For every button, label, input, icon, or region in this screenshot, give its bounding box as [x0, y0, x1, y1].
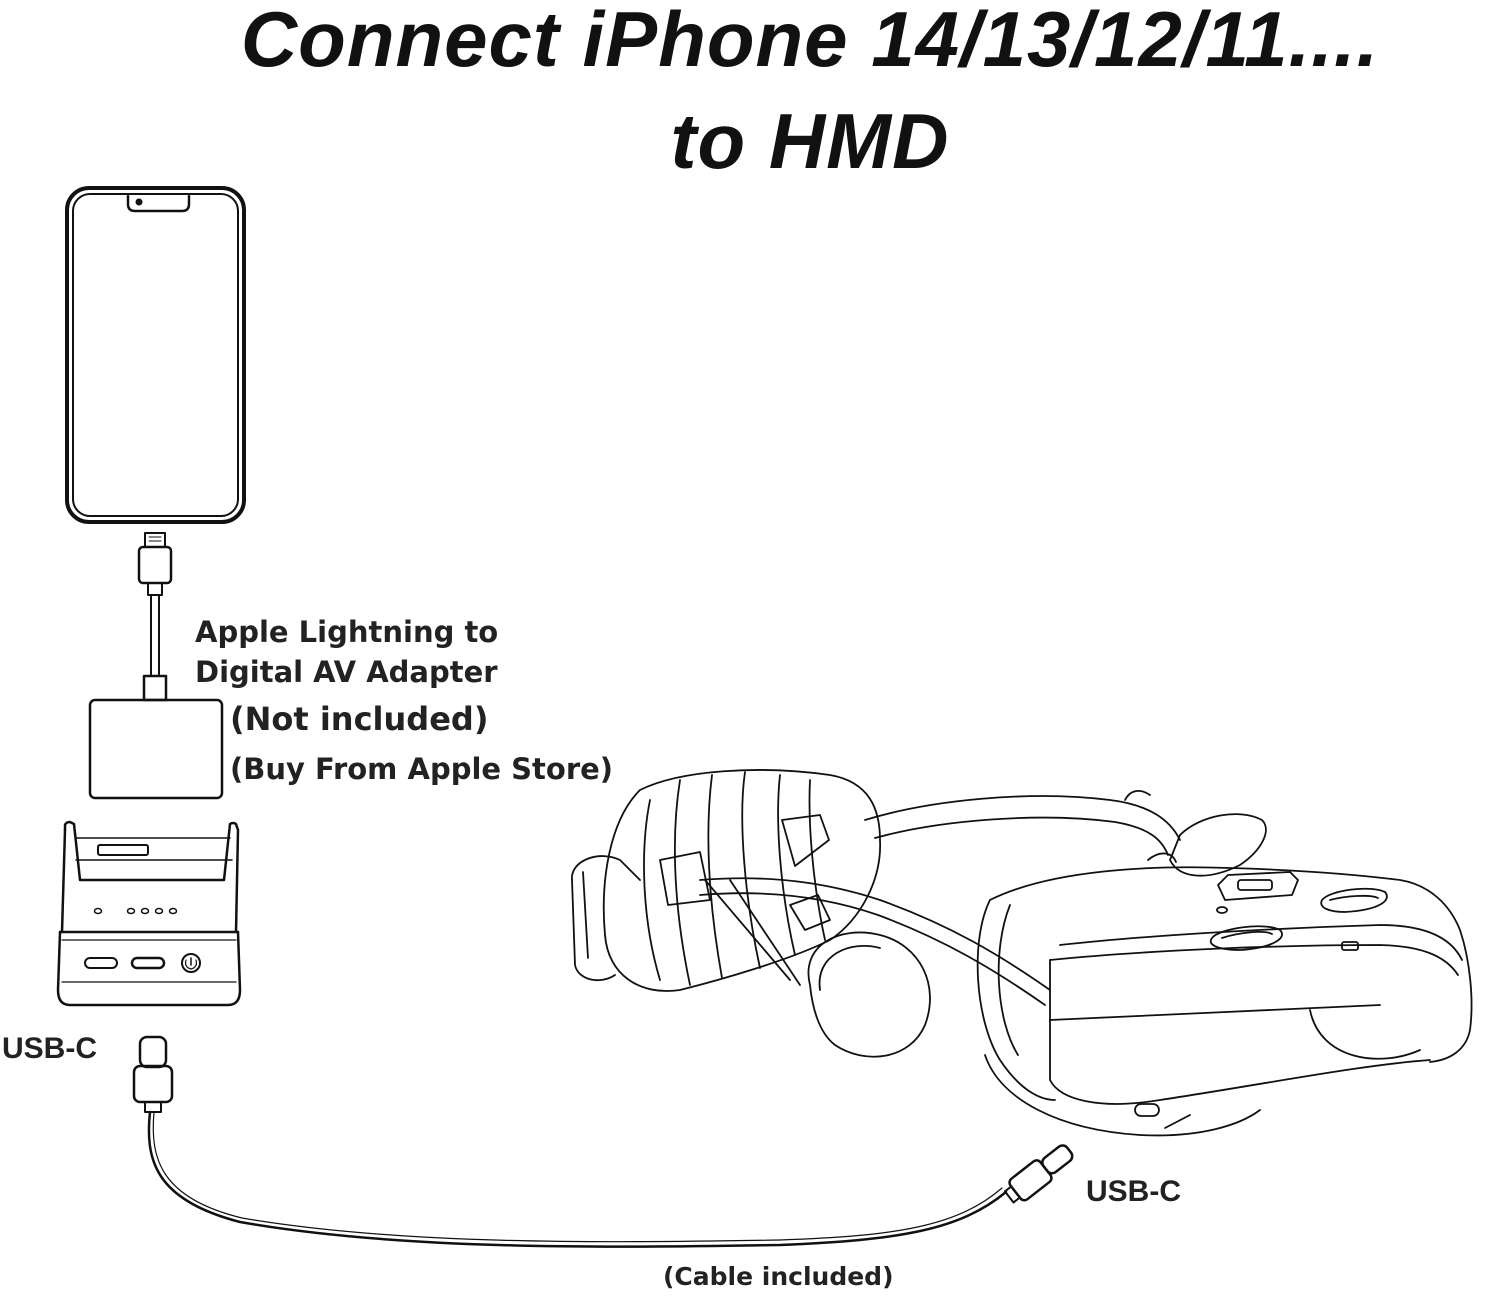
- not-included-label: (Not included): [230, 700, 489, 738]
- buy-from-label: (Buy From Apple Store): [230, 752, 614, 786]
- lightning-connector-icon: [137, 532, 173, 702]
- adapter-label: Apple Lightning to Digital AV Adapter: [195, 612, 498, 692]
- usb-c-plug-icon: [132, 1035, 174, 1113]
- iphone-icon: [65, 186, 246, 524]
- dock-icon: [56, 820, 242, 1007]
- usb-c-label-left: USB-C: [2, 1032, 97, 1065]
- title-line-2: to HMD: [670, 97, 950, 185]
- adapter-label-line-2: Digital AV Adapter: [195, 655, 498, 689]
- usb-c-label-right: USB-C: [1086, 1175, 1181, 1208]
- usb-c-plug-icon: [1003, 1144, 1074, 1204]
- av-adapter-icon: [88, 698, 224, 800]
- hmd-headset-icon: [571, 769, 1473, 1137]
- usb-c-cable: [147, 1110, 1008, 1248]
- title-line-1: Connect iPhone 14/13/12/11....: [240, 0, 1380, 83]
- adapter-label-line-1: Apple Lightning to: [195, 615, 499, 649]
- cable-included-label: (Cable included): [663, 1262, 894, 1291]
